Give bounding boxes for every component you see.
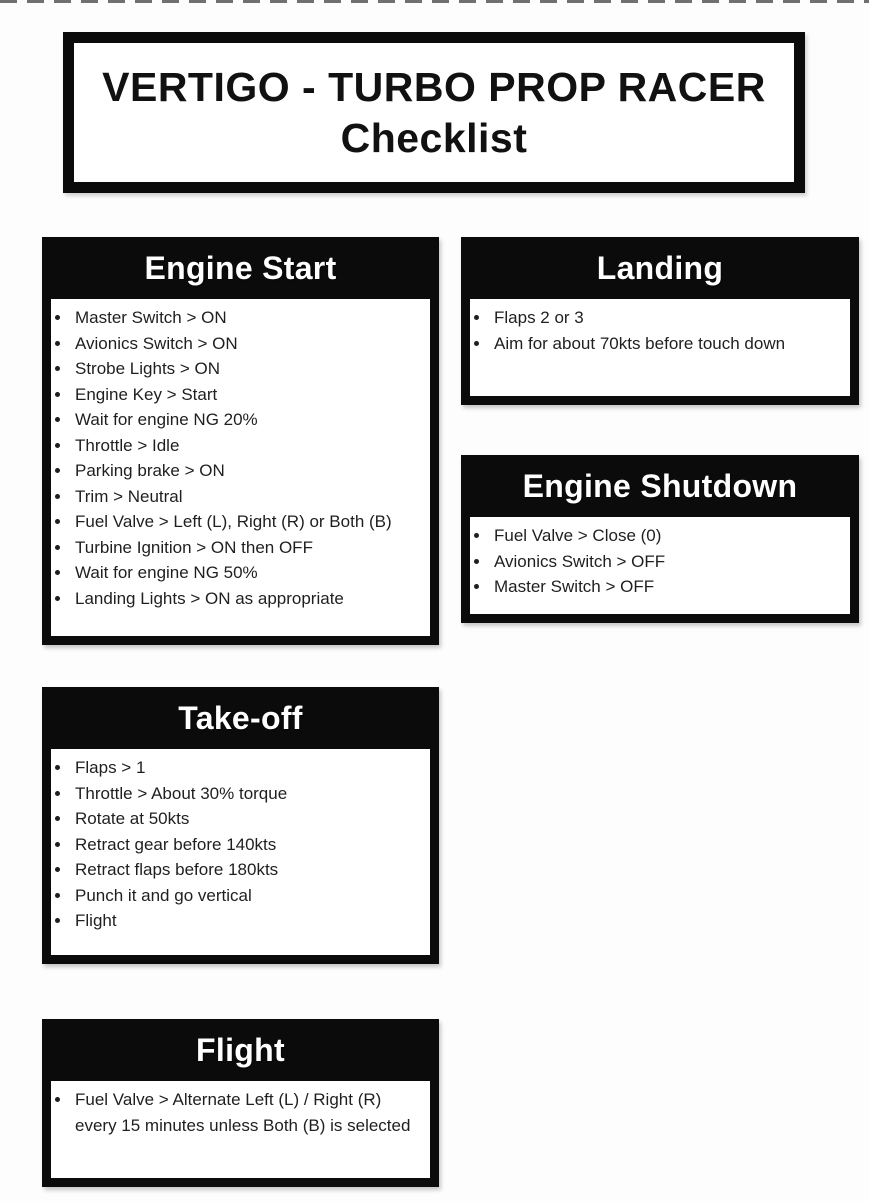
section-take-off-body: Flaps > 1Throttle > About 30% torqueRota… [51,749,430,955]
section-engine-start-title: Engine Start [144,249,337,286]
checklist-item: Fuel Valve > Close (0) [491,523,842,549]
section-take-off: Take-off Flaps > 1Throttle > About 30% t… [42,687,439,964]
checklist-item: Aim for about 70kts before touch down [491,331,842,357]
checklist-item: Flaps 2 or 3 [491,305,842,331]
section-engine-start-body: Master Switch > ONAvionics Switch > ONSt… [51,299,430,636]
section-flight: Flight Fuel Valve > Alternate Left (L) /… [42,1019,439,1187]
checklist-item: Punch it and go vertical [72,883,422,909]
document-title-line1: VERTIGO - TURBO PROP RACER [102,63,766,110]
checklist-item: Trim > Neutral [72,484,422,510]
title-box: VERTIGO - TURBO PROP RACER Checklist [63,32,805,193]
checklist-item: Turbine Ignition > ON then OFF [72,535,422,561]
checklist-item: Throttle > Idle [72,433,422,459]
checklist-item: Parking brake > ON [72,458,422,484]
document-title-line2: Checklist [340,114,528,161]
checklist-item: Fuel Valve > Alternate Left (L) / Right … [72,1087,422,1138]
checklist-item: Avionics Switch > OFF [491,549,842,575]
checklist-item: Throttle > About 30% torque [72,781,422,807]
checklist-item: Strobe Lights > ON [72,356,422,382]
section-engine-shutdown: Engine Shutdown Fuel Valve > Close (0)Av… [461,455,859,623]
take-off-checklist: Flaps > 1Throttle > About 30% torqueRota… [55,755,422,934]
checklist-item: Retract flaps before 180kts [72,857,422,883]
checklist-item: Flaps > 1 [72,755,422,781]
section-landing-body: Flaps 2 or 3Aim for about 70kts before t… [470,299,850,396]
landing-checklist: Flaps 2 or 3Aim for about 70kts before t… [474,305,842,356]
section-take-off-title: Take-off [178,699,303,736]
checklist-item: Wait for engine NG 50% [72,560,422,586]
checklist-item: Master Switch > OFF [491,574,842,600]
checklist-item: Flight [72,908,422,934]
section-flight-body: Fuel Valve > Alternate Left (L) / Right … [51,1081,430,1178]
section-engine-start: Engine Start Master Switch > ONAvionics … [42,237,439,645]
section-engine-shutdown-title: Engine Shutdown [522,467,798,504]
section-landing: Landing Flaps 2 or 3Aim for about 70kts … [461,237,859,405]
checklist-item: Landing Lights > ON as appropriate [72,586,422,612]
checklist-item: Retract gear before 140kts [72,832,422,858]
engine-shutdown-checklist: Fuel Valve > Close (0)Avionics Switch > … [474,523,842,600]
checklist-item: Fuel Valve > Left (L), Right (R) or Both… [72,509,422,535]
checklist-item: Master Switch > ON [72,305,422,331]
checklist-item: Wait for engine NG 20% [72,407,422,433]
checklist-item: Rotate at 50kts [72,806,422,832]
checklist-item: Engine Key > Start [72,382,422,408]
section-landing-title: Landing [596,249,724,286]
flight-checklist: Fuel Valve > Alternate Left (L) / Right … [55,1087,422,1138]
engine-start-checklist: Master Switch > ONAvionics Switch > ONSt… [55,305,422,611]
checklist-item: Avionics Switch > ON [72,331,422,357]
section-flight-title: Flight [196,1031,285,1068]
cropped-dashed-edge [0,0,869,3]
section-engine-shutdown-body: Fuel Valve > Close (0)Avionics Switch > … [470,517,850,614]
